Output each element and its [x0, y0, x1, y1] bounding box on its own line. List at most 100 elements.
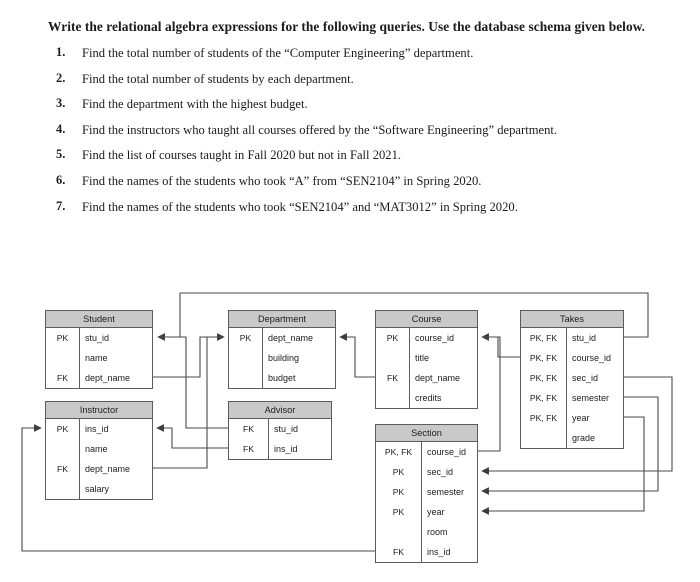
attribute-name: course_id [427, 447, 467, 457]
attribute-row[interactable]: name [46, 348, 152, 368]
question-text: Find the total number of students by eac… [82, 71, 354, 86]
attribute-name: budget [268, 373, 296, 383]
entity-title-advisor: Advisor [229, 402, 331, 419]
attribute-name: credits [415, 393, 442, 403]
attribute-key [229, 368, 263, 388]
attribute-key: PK, FK [521, 408, 567, 428]
attribute-name: grade [572, 433, 596, 443]
entity-title-takes: Takes [521, 311, 623, 328]
prompt-heading: Write the relational algebra expressions… [48, 19, 646, 34]
attribute-key [376, 388, 410, 408]
attribute-key: PK, FK [521, 348, 567, 368]
attribute-row[interactable]: building [229, 348, 335, 368]
attribute-row[interactable]: FK ins_id [229, 439, 331, 459]
attribute-row[interactable]: name [46, 439, 152, 459]
rel-instructor-deptname-department [153, 336, 224, 469]
question-text: Find the department with the highest bud… [82, 97, 308, 112]
attribute-name: name [85, 444, 108, 454]
entity-title-course: Course [376, 311, 477, 328]
attribute-key [46, 439, 80, 459]
question-number: 1. [56, 45, 66, 60]
attribute-key: FK [46, 459, 80, 479]
er-connector-layer [21, 292, 673, 552]
attribute-key: PK, FK [521, 388, 567, 408]
attribute-key: PK [46, 419, 80, 439]
attribute-key: PK [376, 502, 422, 522]
question-item: 7. Find the names of the students who too… [48, 199, 648, 215]
attribute-key: PK, FK [521, 368, 567, 388]
attribute-row[interactable]: budget [229, 368, 335, 388]
rel-course-deptname-department [339, 333, 375, 378]
attribute-key: PK [376, 462, 422, 482]
rel-takes-courseid-course [481, 333, 520, 358]
attribute-name: semester [572, 393, 610, 403]
attribute-row[interactable]: PK, FK course_id [521, 348, 623, 368]
rel-takes-semester-section [481, 396, 659, 495]
attribute-key: PK [376, 482, 422, 502]
attribute-row[interactable]: PK, FK semester [521, 388, 623, 408]
attribute-name: course_id [572, 353, 612, 363]
rel-student-deptname-department [153, 333, 225, 378]
attribute-name: ins_id [274, 444, 298, 454]
attribute-row[interactable]: FK ins_id [376, 542, 477, 562]
question-text: Find the total number of students of the… [82, 46, 474, 61]
entity-title-department: Department [229, 311, 335, 328]
question-number: 7. [56, 198, 66, 213]
attribute-name: ins_id [427, 547, 451, 557]
attribute-name: stu_id [572, 333, 597, 343]
attribute-key: FK [229, 419, 269, 439]
attribute-key: PK [46, 328, 80, 348]
attribute-row[interactable]: PK, FK course_id [376, 442, 477, 462]
rel-section-courseid-course [478, 336, 501, 452]
question-number: 3. [56, 96, 66, 111]
question-number: 5. [56, 147, 66, 162]
question-item: 4.Find the instructors who taught all co… [48, 122, 648, 138]
attribute-name: dept_name [415, 373, 461, 383]
attribute-key: FK [229, 439, 269, 459]
attribute-row[interactable]: grade [521, 428, 623, 448]
attribute-row[interactable]: salary [46, 479, 152, 499]
attribute-key: PK [229, 328, 263, 348]
attribute-name: stu_id [85, 333, 110, 343]
question-text: Find the names of the students who took … [82, 199, 518, 214]
question-item: 6.Find the names of the students who too… [48, 173, 648, 189]
attribute-key: FK [376, 542, 422, 562]
attribute-name: sec_id [427, 467, 454, 477]
attribute-row[interactable]: room [376, 522, 477, 542]
attribute-name: dept_name [268, 333, 314, 343]
attribute-row[interactable]: credits [376, 388, 477, 408]
attribute-key: PK [376, 328, 410, 348]
attribute-row[interactable]: title [376, 348, 477, 368]
attribute-name: name [85, 353, 108, 363]
attribute-name: salary [85, 484, 110, 494]
question-item: 3. Find the department with the highest b… [48, 96, 648, 112]
attribute-key [376, 522, 422, 542]
question-number: 4. [56, 121, 66, 136]
attribute-row[interactable]: PK sec_id [376, 462, 477, 482]
attribute-row[interactable]: PK stu_id [46, 328, 152, 348]
attribute-row[interactable]: PK dept_name [229, 328, 335, 348]
attribute-key [46, 479, 80, 499]
attribute-key: PK, FK [376, 442, 422, 462]
